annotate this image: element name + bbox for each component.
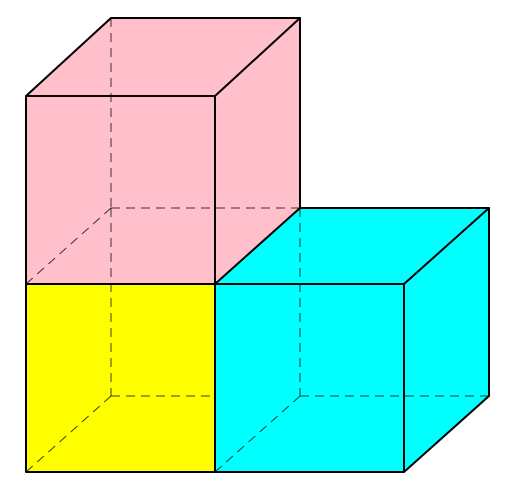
pink-cube [25,17,301,285]
cyan-cube-hidden-edge [214,395,301,473]
pink-cube-hidden-edge [25,207,112,285]
cyan-cube-right-face [404,208,489,472]
cyan-cube-bottom-right-edge [403,395,490,473]
pink-cube-top-face [26,18,300,96]
pink-cube-right-face [215,18,300,284]
cyan-cube [214,207,490,473]
cyan-cube-front-face [215,284,404,472]
pink-cube-top-outline [25,17,301,97]
cyan-cube-top-face [215,208,489,284]
yellow-cube-front-face [26,284,215,472]
yellow-cube-hidden-edge [25,395,112,473]
cyan-cube-top-outline [214,207,490,285]
yellow-cube [25,208,300,473]
pink-cube-front-face [26,96,215,284]
